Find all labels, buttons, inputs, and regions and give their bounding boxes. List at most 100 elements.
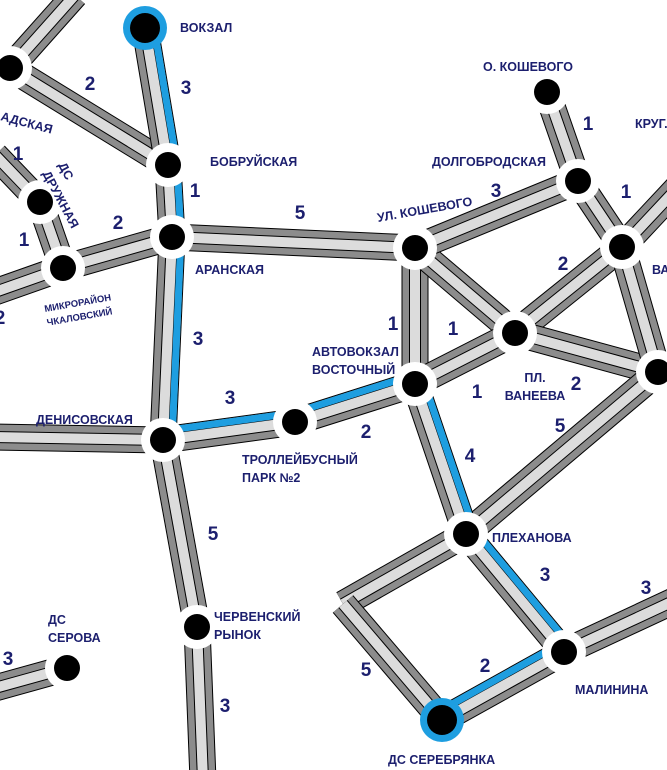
station-dolgobrodskaya-left[interactable] <box>0 46 32 90</box>
station-trolley-park[interactable] <box>273 400 317 444</box>
station-label-line: РЫНОК <box>214 628 261 642</box>
highlighted-route-segment <box>420 379 478 533</box>
track-bend-serebryanka[interactable] <box>332 595 453 729</box>
track-aranskaya-denisovskaya[interactable] <box>149 236 186 441</box>
travel-time-label: 3 <box>220 696 231 717</box>
station-dot <box>27 189 53 215</box>
track-pl_vaneeva-right_edge[interactable] <box>511 319 662 386</box>
station-label-line: ЧЕРВЕНСКИЙ <box>214 609 300 624</box>
track-vokzal-bobruiskaya[interactable] <box>131 25 182 168</box>
travel-time-label: 2 <box>480 656 491 677</box>
station-dot <box>54 655 80 681</box>
station-dot <box>502 320 528 346</box>
travel-time-label: 2 <box>361 422 372 443</box>
station-right-edge[interactable] <box>636 350 667 394</box>
track-denisovskaya-off_l3[interactable] <box>0 423 164 454</box>
station-label-line: МАЛИНИНА <box>575 683 648 697</box>
station-label-line: АДСКАЯ <box>0 109 54 136</box>
station-label-dolgobrodskaya-left: АДСКАЯ <box>0 109 54 136</box>
travel-time-label: 5 <box>208 524 219 545</box>
station-dot <box>551 639 577 665</box>
station-label-avtovokzal: АВТОВОКЗАЛ ВОСТОЧНЫЙ <box>312 345 399 377</box>
station-bobruiskaya[interactable] <box>146 143 190 187</box>
highlighted-route-segment <box>435 641 562 716</box>
travel-time-label: 5 <box>555 416 566 437</box>
highlighted-route-segment <box>168 237 185 441</box>
station-label-line: ВАНЕЕВА <box>505 389 566 403</box>
track-avtovokzal-plekhanova[interactable] <box>402 379 479 539</box>
travel-time-label: 1 <box>388 314 399 335</box>
track-pl_vaneeva-va[interactable] <box>506 236 631 344</box>
station-ul-koshevogo[interactable] <box>393 226 437 270</box>
station-label-line: АВТОВОКЗАЛ <box>312 345 399 359</box>
station-serebryanka[interactable] <box>420 698 464 742</box>
travel-time-label: 1 <box>448 319 459 340</box>
travel-time-label: 2 <box>558 254 569 275</box>
station-label-line: ТРОЛЛЕЙБУСНЫЙ <box>242 452 358 467</box>
station-label-line: ДОЛГОБРОДСКАЯ <box>432 155 546 169</box>
travel-time-labels: 2311122533211311122543325533 <box>0 74 651 717</box>
station-label-line: АРАНСКАЯ <box>195 263 264 277</box>
station-malinina[interactable] <box>542 630 586 674</box>
station-dot <box>534 79 560 105</box>
track-plekhanova-bend[interactable] <box>336 522 473 616</box>
station-va[interactable] <box>600 225 644 269</box>
highlighted-route-segment <box>291 372 414 417</box>
station-dot <box>130 13 160 43</box>
travel-time-label: 4 <box>465 446 476 467</box>
station-plekhanova[interactable] <box>444 512 488 556</box>
track-plekhanova-malinina[interactable] <box>455 525 575 661</box>
station-label-line: ПЛЕХАНОВА <box>492 531 572 545</box>
travel-time-label: 3 <box>181 78 192 99</box>
track-aranskaya-ul_koshevogo[interactable] <box>171 223 416 262</box>
station-dolgobrodskaya[interactable] <box>556 159 600 203</box>
track-right_edge-plekhanova[interactable] <box>457 361 667 545</box>
station-label-line: ДЕНИСОВСКАЯ <box>36 413 133 427</box>
travel-time-label: 3 <box>641 578 652 599</box>
track-chervensky-off_b[interactable] <box>183 626 217 770</box>
station-dot <box>609 234 635 260</box>
track-denisovskaya-trolley_park[interactable] <box>161 408 297 454</box>
travel-time-label: 3 <box>3 649 14 670</box>
station-o-koshevogo[interactable] <box>525 70 569 114</box>
station-label-line: ВОСТОЧНЫЙ <box>312 362 395 377</box>
station-aranskaya[interactable] <box>150 215 194 259</box>
track-serebryanka-malinina[interactable] <box>435 640 571 732</box>
station-label-line: ПАРК №2 <box>242 471 300 485</box>
station-label-denisovskaya: ДЕНИСОВСКАЯ <box>36 413 133 427</box>
station-chervensky[interactable] <box>175 605 219 649</box>
station-pl-vaneeva[interactable] <box>493 311 537 355</box>
station-label-line: ВОКЗАЛ <box>180 21 232 35</box>
station-dot <box>184 614 210 640</box>
station-dot <box>50 255 76 281</box>
travel-time-label: 1 <box>472 382 483 403</box>
track-dolgobrodskaya_left-bobruiskaya[interactable] <box>2 56 176 177</box>
highlighted-route-segment <box>470 526 574 649</box>
station-avtovokzal[interactable] <box>393 362 437 406</box>
station-label-line: БОБРУЙСКАЯ <box>210 154 297 169</box>
station-label-line: ДС СЕРЕБРЯНКА <box>388 753 495 767</box>
track-denisovskaya-chervensky[interactable] <box>149 437 211 630</box>
station-dot <box>453 521 479 547</box>
station-label-line: СЕРОВА <box>48 631 101 645</box>
station-label-vokzal: ВОКЗАЛ <box>180 21 232 35</box>
station-label-va: ВА <box>652 263 667 277</box>
travel-time-label: 3 <box>540 565 551 586</box>
highlighted-route-segment <box>161 409 295 435</box>
station-druzhnaya[interactable] <box>18 180 62 224</box>
station-vokzal[interactable] <box>123 6 167 50</box>
stations-layer <box>0 6 667 742</box>
station-dot <box>427 705 457 735</box>
travel-time-label: 2 <box>0 308 5 329</box>
station-label-chkalovsky: МИКРОРАЙОНЧКАЛОВСКИЙ <box>43 291 114 328</box>
station-serova[interactable] <box>45 646 89 690</box>
station-label-pl-vaneeva: ПЛ.ВАНЕЕВА <box>505 371 566 403</box>
station-dot <box>282 409 308 435</box>
station-denisovskaya[interactable] <box>141 418 185 462</box>
highlighted-route-segment <box>150 25 181 165</box>
station-chkalovsky[interactable] <box>41 246 85 290</box>
station-label-line: О. КОШЕВОГО <box>483 60 573 74</box>
station-label-chervensky: ЧЕРВЕНСКИЙ РЫНОК <box>214 609 300 642</box>
track-ul_koshevogo-dolgobrodskaya[interactable] <box>409 168 584 261</box>
